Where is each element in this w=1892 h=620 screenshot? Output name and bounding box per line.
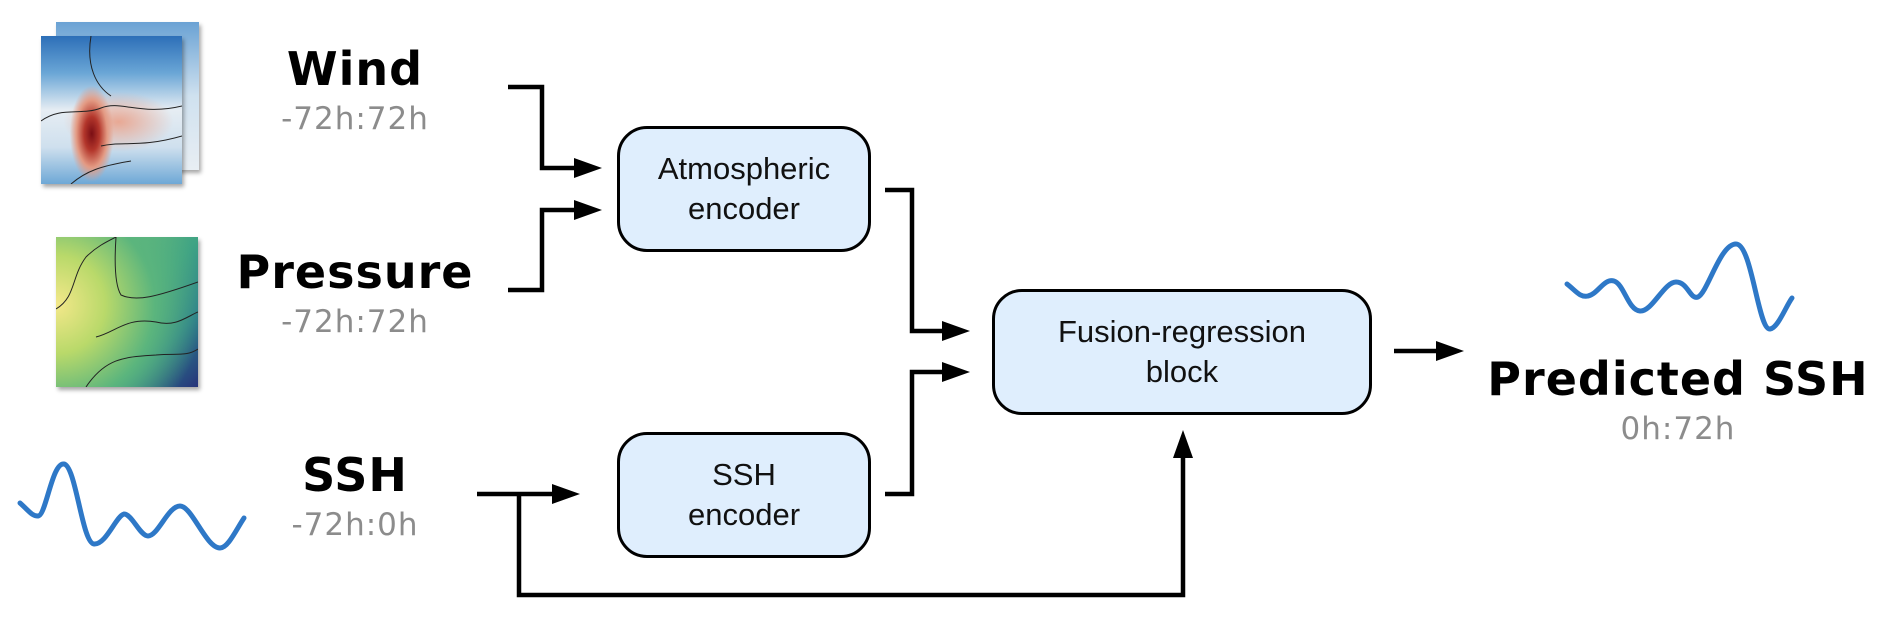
atmos-to-fusion-arrow [885,187,946,334]
wind-range: -72h:72h [281,101,429,137]
wind-label: Wind -72h:72h [250,46,460,135]
wind-coastline [41,36,182,184]
predicted-ssh-series-icon [1564,241,1795,332]
wind-map-icon [41,36,182,184]
sshenc-fusion-arrowhead [942,362,970,382]
ssh-encoder-block: SSH encoder [617,432,871,558]
pressure-to-atmos-arrow [508,207,578,293]
wind-to-atmos-arrow [508,84,578,171]
pressure-title: Pressure [236,245,474,299]
pressure-label: Pressure -72h:72h [230,249,480,338]
fusion-regression-block: Fusion-regression block [992,289,1372,415]
atmos-fusion-arrowhead [942,321,970,341]
predicted-ssh-title: Predicted SSH [1487,352,1869,406]
atmospheric-encoder-line2: encoder [687,191,800,226]
predicted-ssh-range: 0h:72h [1620,411,1736,447]
wind-arrowhead [574,158,602,178]
pressure-arrowhead [574,200,602,220]
pressure-coastline [56,237,198,387]
ssh-skip-connection [516,454,1186,598]
ssh-encoder-line2: encoder [687,497,801,532]
predicted-ssh-label: Predicted SSH 0h:72h [1478,356,1878,445]
pressure-map-icon [56,237,198,387]
ssh-label: SSH -72h:0h [260,452,450,541]
wind-title: Wind [286,42,424,96]
skip-arrowhead [1173,430,1193,458]
ssh-title: SSH [302,448,408,502]
ssh-encoder-arrowhead [552,484,580,504]
pressure-range: -72h:72h [281,304,429,340]
fusion-line2: block [1145,354,1219,389]
output-arrowhead [1436,341,1464,361]
sshenc-to-fusion-arrow [885,369,946,497]
atmospheric-encoder-block: Atmospheric encoder [617,126,871,252]
ssh-series-icon [17,461,247,551]
ssh-encoder-line1: SSH [712,456,776,492]
fusion-line1: Fusion-regression [1057,313,1307,349]
ssh-range: -72h:0h [291,507,419,543]
atmospheric-encoder-line1: Atmospheric [657,150,831,186]
